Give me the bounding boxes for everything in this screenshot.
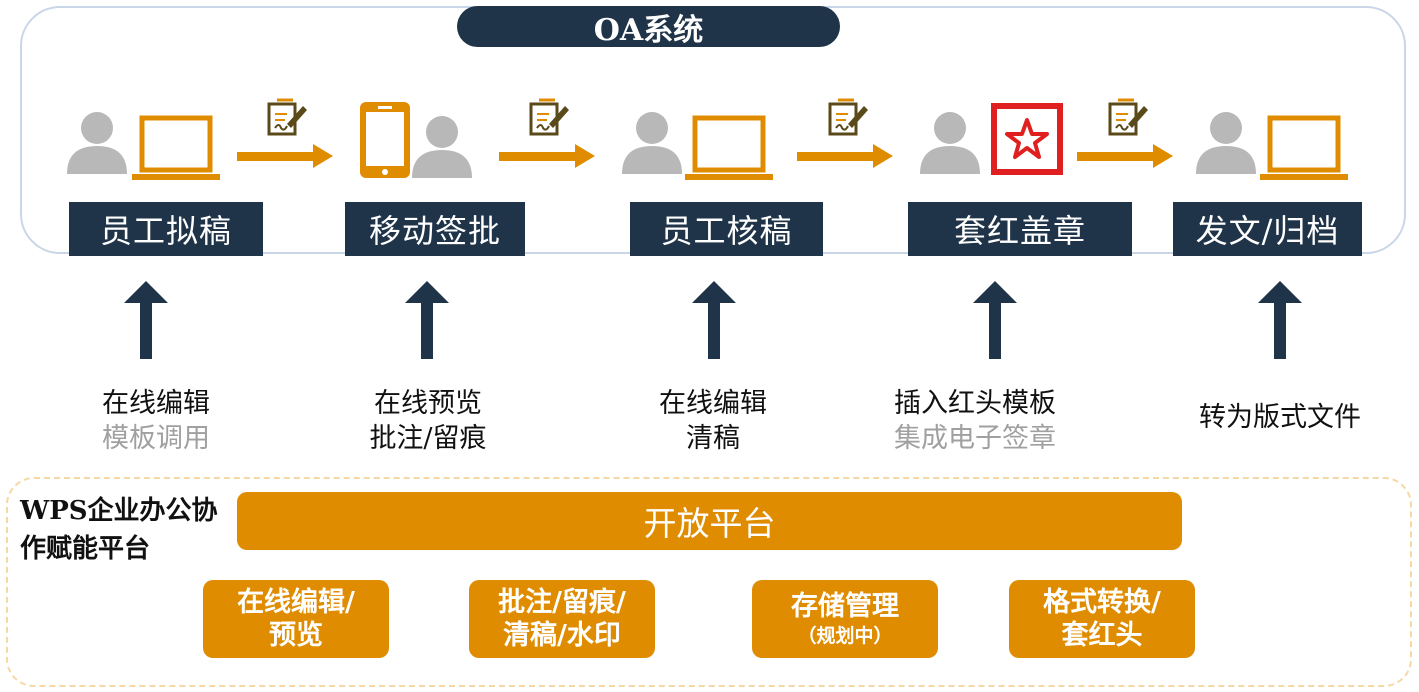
stage-review: 员工核稿 <box>630 202 823 256</box>
stage-2-description: 在线预览 批注/留痕 <box>369 388 487 454</box>
stage-5-description: 转为版式文件 <box>1199 402 1361 433</box>
stage-publish-archive: 发文/归档 <box>1173 202 1362 256</box>
stage-3-description: 在线编辑 清稿 <box>659 388 767 454</box>
stage-draft: 员工拟稿 <box>69 202 263 256</box>
laptop-icon <box>132 118 220 180</box>
person-icon <box>412 116 472 178</box>
oa-system-title: OA系统 <box>457 6 840 48</box>
person-icon <box>67 112 127 174</box>
capability-storage: 存储管理 （规划中） <box>752 580 938 658</box>
capability-annotation: 批注/留痕/ 清稿/水印 <box>469 580 655 658</box>
arrow-up-icon <box>405 281 449 359</box>
stage-mobile-approval: 移动签批 <box>345 202 525 256</box>
laptop-icon <box>685 118 773 180</box>
stage-4-description: 插入红头模板 集成电子签章 <box>894 388 1056 454</box>
sign-document-icon <box>828 98 870 136</box>
capability-online-edit: 在线编辑/ 预览 <box>203 580 389 658</box>
platform-frame <box>6 477 1412 687</box>
arrow-up-icon <box>1258 281 1302 359</box>
arrow-up-icon <box>973 281 1017 359</box>
arrow-up-icon <box>692 281 736 359</box>
arrow-right-icon <box>237 144 333 168</box>
sign-document-icon <box>529 98 571 136</box>
person-icon <box>920 112 980 174</box>
sign-document-icon <box>267 98 309 136</box>
workflow-icons <box>67 98 1419 200</box>
platform-name: WPS企业办公协 作赋能平台 <box>20 496 218 564</box>
arrow-right-icon <box>1077 144 1173 168</box>
phone-icon <box>360 102 410 178</box>
arrow-up-icon <box>124 281 168 359</box>
capability-format-conversion: 格式转换/ 套红头 <box>1009 580 1195 658</box>
sign-document-icon <box>1108 98 1150 136</box>
stage-1-description: 在线编辑 模板调用 <box>102 388 210 454</box>
seal-icon <box>991 103 1063 175</box>
arrow-right-icon <box>499 144 595 168</box>
open-platform-bar: 开放平台 <box>237 492 1182 550</box>
laptop-icon <box>1260 118 1348 180</box>
stage-seal: 套红盖章 <box>908 202 1132 256</box>
arrow-right-icon <box>797 144 893 168</box>
person-icon <box>622 112 682 174</box>
person-icon <box>1196 112 1256 174</box>
